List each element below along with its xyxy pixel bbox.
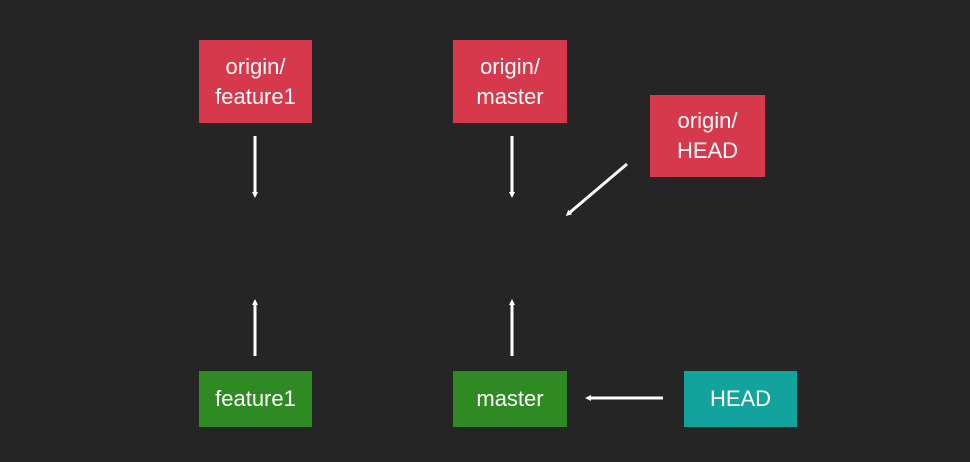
master-label: master — [476, 386, 544, 411]
feature1-label: feature1 — [215, 386, 296, 411]
origin-feature1-ref: origin/ feature1 — [199, 40, 312, 123]
origin-master-ref: origin/ master — [453, 40, 567, 123]
origin-feature1-line1: origin/ — [225, 53, 286, 79]
origin-head-line2: HEAD — [676, 138, 739, 163]
arrow-origin-head-diagonal — [565, 162, 628, 216]
origin-master-line2: master — [476, 83, 544, 109]
origin-head-ref: origin/ HEAD — [650, 95, 765, 177]
master-branch: master — [453, 371, 567, 427]
feature1-branch: feature1 — [199, 371, 312, 427]
origin-head-line1: origin/ — [677, 108, 738, 133]
origin-master-line1: origin/ — [480, 53, 540, 79]
head-label: HEAD — [709, 386, 772, 411]
origin-feature1-line2: feature1 — [215, 83, 296, 109]
head-ref: HEAD — [684, 371, 797, 427]
